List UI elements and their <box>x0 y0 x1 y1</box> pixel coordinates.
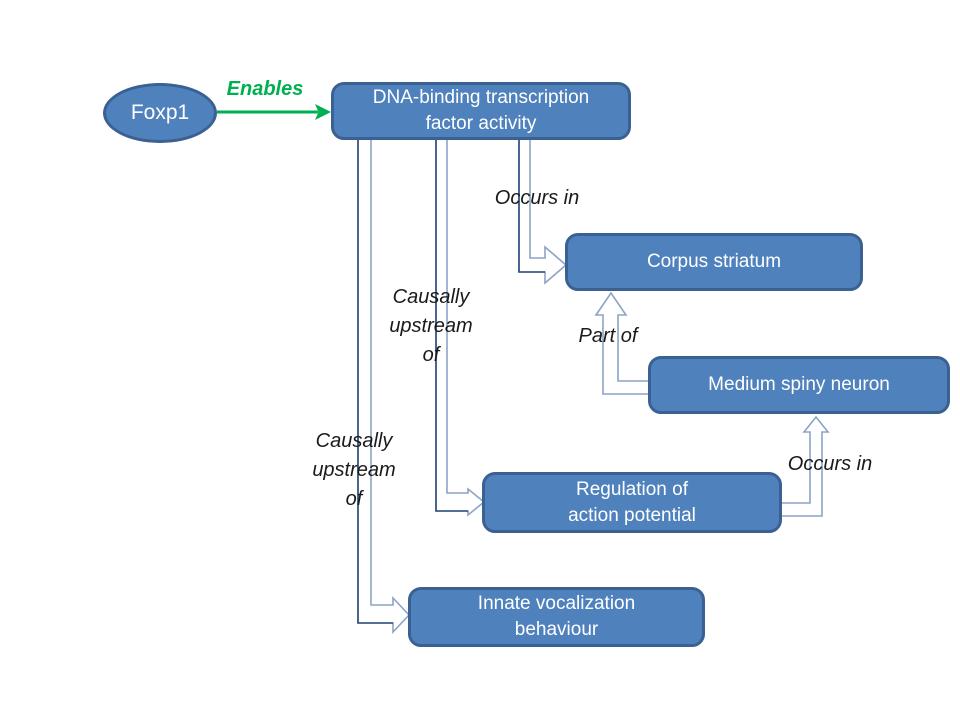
node-reg-label-line1: Regulation of <box>576 478 688 500</box>
node-corpus-striatum: Corpus striatum <box>565 233 863 291</box>
enables-arrowhead-icon <box>315 104 331 120</box>
edge-label-occurs-in-msn: Occurs in <box>787 453 873 475</box>
edge-part-of-arrow <box>594 291 650 395</box>
node-innate-vocalization-behaviour: Innate vocalization behaviour <box>408 587 705 647</box>
edge-label-causally-upstream-mid: Causally upstream of <box>371 283 491 370</box>
edge-label-line: of <box>422 344 440 366</box>
node-dna-binding-transcription-factor-activity: DNA-binding transcription factor activit… <box>331 82 631 140</box>
edge-label-occurs-in-corpus: Occurs in <box>494 187 580 209</box>
node-corpus-label: Corpus striatum <box>646 251 782 272</box>
node-foxp1: Foxp1 <box>103 83 217 143</box>
node-medium-spiny-neuron: Medium spiny neuron <box>648 356 950 414</box>
node-reg-label-line2: action potential <box>568 504 696 526</box>
hollow-arrow-dark-edge <box>357 140 393 624</box>
node-foxp1-label: Foxp1 <box>130 101 190 124</box>
node-innate-label-line2: behaviour <box>514 619 599 640</box>
edge-causally-upstream-innate-arrow <box>357 140 411 635</box>
edge-label-enables: Enables <box>226 78 304 100</box>
hollow-arrow <box>357 140 411 635</box>
node-dna-label-line1: DNA-binding transcription <box>372 87 590 108</box>
node-msn-label: Medium spiny neuron <box>708 374 890 395</box>
hollow-arrow-dark-edge <box>518 140 545 273</box>
edge-label-line: Causally <box>392 286 470 308</box>
edge-label-line: upstream <box>312 459 396 481</box>
edge-label-part-of: Part of <box>578 325 638 347</box>
edge-occurs-in-msn-arrow <box>780 415 830 517</box>
hollow-arrow <box>780 415 830 517</box>
edge-label-causally-upstream-left: Causally upstream of <box>294 427 414 514</box>
node-dna-label-line2: factor activity <box>425 113 537 134</box>
edge-label-line: Causally <box>315 430 393 452</box>
edge-label-line: of <box>345 488 363 510</box>
node-innate-label-line1: Innate vocalization <box>477 593 636 614</box>
edge-enables-arrow <box>217 104 331 120</box>
edge-label-line: upstream <box>389 315 473 337</box>
node-regulation-of-action-potential: Regulation of action potential <box>482 472 782 533</box>
hollow-arrow-dark-edge <box>435 140 468 512</box>
hollow-arrow <box>594 291 650 395</box>
